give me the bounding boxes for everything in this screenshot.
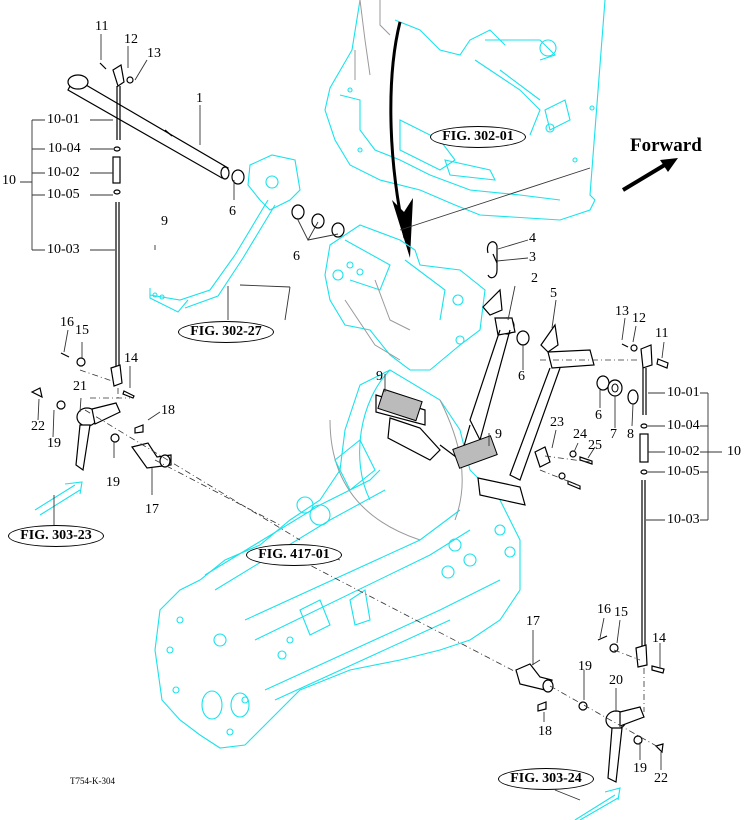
spring-part-3-4 (486, 241, 498, 279)
forward-arrow-icon (621, 158, 678, 192)
linkage-303-23 (34, 481, 83, 516)
rod-assembly-right (621, 343, 669, 674)
part-label-21: 21 (73, 379, 87, 394)
part-label-15: 15 (614, 605, 628, 620)
part-label-3: 3 (529, 250, 536, 265)
part-label-4: 4 (529, 231, 536, 246)
part-label-10-04: 10-04 (667, 418, 700, 433)
forward-direction-label: Forward (630, 135, 702, 156)
leader-lines (20, 34, 722, 801)
part-label-6: 6 (293, 249, 300, 264)
part-label-1: 1 (196, 91, 203, 106)
part-label-19: 19 (578, 659, 592, 674)
part-label-25: 25 (588, 438, 602, 453)
part-label-8: 8 (627, 427, 634, 442)
part-label-16: 16 (597, 602, 611, 617)
pivot-part-17-right (515, 663, 554, 712)
part-label-16: 16 (60, 315, 74, 330)
part-label-18: 18 (161, 403, 175, 418)
part-label-7: 7 (610, 427, 617, 442)
part-label-9: 9 (161, 214, 168, 229)
part-label-23: 23 (550, 415, 564, 430)
part-label-13: 13 (147, 46, 161, 61)
bushing-part-6 (231, 169, 610, 391)
part-label-11: 11 (655, 326, 669, 341)
brake-pedal-part-5 (452, 323, 595, 506)
part-label-10-03: 10-03 (47, 242, 80, 257)
part-label-10: 10 (2, 173, 16, 188)
figure-ref-302-01[interactable]: FIG. 302-01 (430, 126, 526, 148)
part-label-18: 18 (538, 724, 552, 739)
part-label-10-01: 10-01 (667, 385, 700, 400)
part-label-17: 17 (145, 502, 159, 517)
part-label-6: 6 (229, 204, 236, 219)
transmission-housing (154, 369, 521, 749)
part-label-12: 12 (124, 32, 138, 47)
left-brake-pedal-arm (149, 154, 301, 313)
linkage-303-24 (574, 787, 621, 820)
assembly-arrow (389, 21, 413, 258)
part-label-10-02: 10-02 (47, 165, 80, 180)
part-label-9: 9 (376, 369, 383, 384)
part-label-5: 5 (550, 286, 557, 301)
pedal-support-plate (324, 224, 486, 371)
part-label-11: 11 (95, 19, 109, 34)
lever-part-20 (578, 635, 664, 783)
figure-ref-303-24[interactable]: FIG. 303-24 (498, 768, 594, 790)
part-label-10-01: 10-01 (47, 112, 80, 127)
part-label-10-05: 10-05 (667, 464, 700, 479)
fasteners-23-24-25 (534, 446, 593, 490)
part-label-9: 9 (495, 427, 502, 442)
part-label-14: 14 (124, 351, 138, 366)
pedal-bracket-assembly (324, 0, 606, 221)
part-label-12: 12 (632, 311, 646, 326)
pivot-part-17 (130, 424, 172, 469)
part-label-6: 6 (595, 408, 602, 423)
part-label-13: 13 (615, 304, 629, 319)
part-label-14: 14 (652, 631, 666, 646)
part-label-10: 10 (727, 444, 741, 459)
part-label-19: 19 (633, 761, 647, 776)
part-label-10-02: 10-02 (667, 444, 700, 459)
part-label-20: 20 (609, 673, 623, 688)
part-label-6: 6 (518, 369, 525, 384)
part-label-22: 22 (31, 419, 45, 434)
part-label-19: 19 (106, 475, 120, 490)
part-label-2: 2 (531, 271, 538, 286)
part-label-10-04: 10-04 (48, 141, 81, 156)
part-label-19: 19 (47, 436, 61, 451)
washers-7-8 (607, 379, 639, 405)
figure-ref-417-01[interactable]: FIG. 417-01 (246, 544, 342, 566)
part-label-17: 17 (526, 614, 540, 629)
lever-part-21 (30, 352, 121, 472)
part-label-10-05: 10-05 (47, 187, 80, 202)
rod-assembly-left (99, 62, 135, 399)
part-label-15: 15 (75, 323, 89, 338)
diagram-code: T754-K-304 (70, 776, 115, 786)
part-label-10-03: 10-03 (667, 512, 700, 527)
cross-shaft-part-1 (67, 74, 230, 180)
part-label-22: 22 (654, 771, 668, 786)
part-label-24: 24 (573, 427, 587, 442)
figure-ref-303-23[interactable]: FIG. 303-23 (8, 525, 104, 547)
clutch-pedal-part-2 (375, 288, 516, 462)
figure-ref-302-27[interactable]: FIG. 302-27 (178, 321, 274, 343)
